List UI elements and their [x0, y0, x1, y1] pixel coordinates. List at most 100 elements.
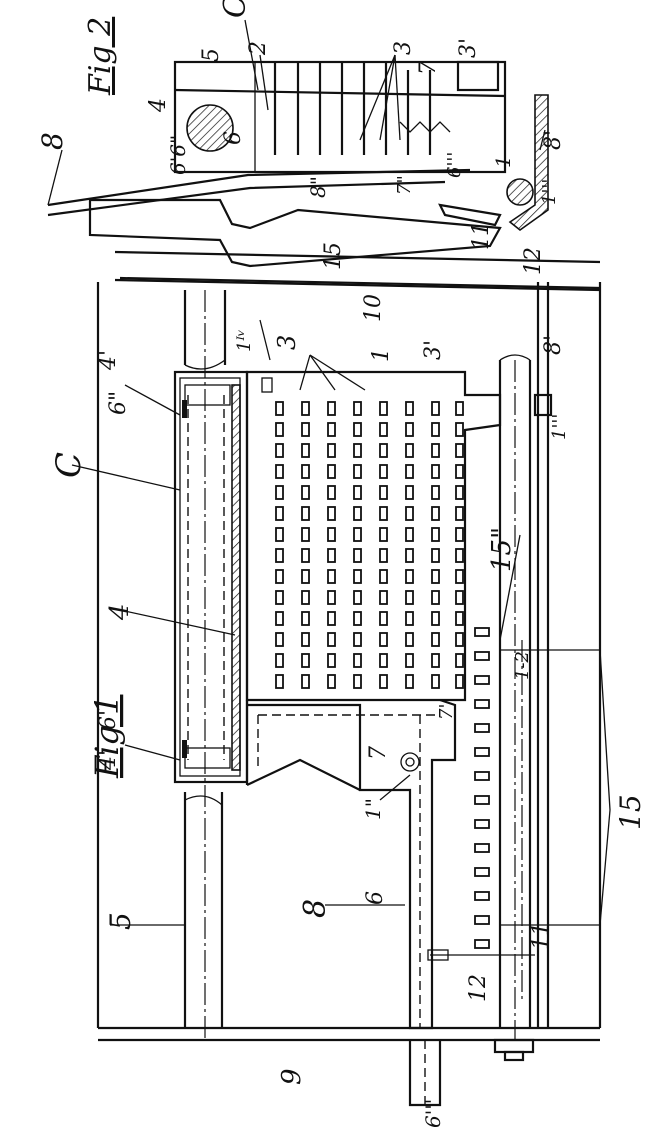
- plate-slot: [301, 611, 310, 626]
- plate-slot: [431, 632, 440, 647]
- plate-slot: [405, 527, 414, 542]
- arm-6-outline: [247, 698, 457, 1030]
- plate-slot: [455, 464, 464, 479]
- label-6-6-fig2: 6'6": [166, 135, 190, 175]
- label-C-fig2: C: [218, 0, 253, 18]
- bar-slot: [474, 867, 490, 877]
- plate-slot: [379, 569, 388, 584]
- plate-slot: [431, 590, 440, 605]
- plate-slot: [275, 653, 284, 668]
- pivot-circle: [506, 178, 534, 206]
- plate-slot: [455, 632, 464, 647]
- plate-slot: [275, 548, 284, 563]
- label-3-fig2: 3: [391, 41, 416, 55]
- plate-slot: [379, 401, 388, 416]
- plate-slot: [327, 527, 336, 542]
- label-15-fig2: 15: [321, 242, 346, 270]
- plate-slot: [431, 674, 440, 689]
- label-1tprime-fig2: 1''': [539, 179, 560, 205]
- plate-slot: [327, 674, 336, 689]
- plate-slot: [353, 653, 362, 668]
- bar-slot: [474, 651, 490, 661]
- plate-slot: [431, 485, 440, 500]
- plate-slot: [353, 422, 362, 437]
- plate-slot: [353, 611, 362, 626]
- plate-slot: [379, 464, 388, 479]
- plate-slot: [431, 464, 440, 479]
- bar-slot: [474, 891, 490, 901]
- wedge-12: [438, 203, 502, 227]
- label-15-fig1: 15: [614, 794, 647, 830]
- fins-3-group: [273, 62, 432, 155]
- plate-slot: [275, 611, 284, 626]
- plate-slot: [405, 464, 414, 479]
- plate-slot: [301, 401, 310, 416]
- label-C-fig1: C: [49, 452, 89, 478]
- shaft-5-section: [186, 104, 234, 152]
- bar-15-profile: [88, 198, 502, 268]
- label-6dprime: 6": [106, 391, 131, 415]
- bar-15-slots: [474, 627, 490, 949]
- plate-slot: [431, 653, 440, 668]
- label-12-fig2: 12: [521, 247, 546, 275]
- plate-slot: [379, 485, 388, 500]
- plate-slot: [379, 674, 388, 689]
- label-1dprime: 1": [361, 798, 385, 820]
- label-7-fig1: 7: [366, 746, 391, 760]
- bar-slot: [474, 627, 490, 637]
- plate-slot: [275, 422, 284, 437]
- cassette-divider: [174, 88, 506, 98]
- plate-slot: [455, 653, 464, 668]
- plate-slot: [431, 548, 440, 563]
- plate-slot: [431, 401, 440, 416]
- plate-slot: [275, 464, 284, 479]
- plate-slot: [405, 485, 414, 500]
- plate-slot: [379, 506, 388, 521]
- label-9: 9: [277, 1068, 307, 1085]
- plate-slot: [327, 653, 336, 668]
- label-7-fig2: 7: [416, 61, 441, 75]
- plate-slot: [327, 506, 336, 521]
- cassette-C: [173, 370, 249, 784]
- plate-slot: [379, 527, 388, 542]
- plate-slot: [327, 590, 336, 605]
- plate-slot: [353, 527, 362, 542]
- plate-slot: [353, 443, 362, 458]
- plate-slot: [405, 401, 414, 416]
- plate-slot: [455, 443, 464, 458]
- plate-slot: [275, 590, 284, 605]
- label-1-fig2: 1: [491, 155, 515, 168]
- plate-slot: [379, 443, 388, 458]
- plate-slot: [431, 506, 440, 521]
- plate-slot: [405, 632, 414, 647]
- plate-slot: [275, 569, 284, 584]
- plate-slot: [379, 653, 388, 668]
- fig1-main-view: [71, 276, 611, 1110]
- label-8dprime-fig2: 8": [306, 176, 330, 198]
- plate-slot: [353, 506, 362, 521]
- label-6tprime-fig1: 6''': [421, 1099, 445, 1128]
- plate-slot: [405, 611, 414, 626]
- plate-slot: [455, 611, 464, 626]
- label-1iv: 1ᴵᵛ: [234, 329, 255, 352]
- bar-slot: [474, 843, 490, 853]
- plate-slot: [301, 590, 310, 605]
- plate-slot: [301, 464, 310, 479]
- bar-10: [119, 276, 601, 290]
- plate-slot: [275, 527, 284, 542]
- label-7prime: 7': [436, 704, 457, 720]
- label-1-2: 1-2: [512, 651, 533, 680]
- bar-slot: [474, 747, 490, 757]
- bar-slot: [474, 675, 490, 685]
- plate-slot: [405, 653, 414, 668]
- plate-slot: [327, 422, 336, 437]
- label-1tprime-fig1: 1''': [549, 414, 570, 440]
- plate-slot: [455, 569, 464, 584]
- plate-slot: [455, 422, 464, 437]
- label-5-fig2: 5: [199, 48, 224, 62]
- label-11-fig1: 11: [529, 922, 554, 950]
- bar-slot: [474, 723, 490, 733]
- label-3prime-fig2: 3': [456, 38, 481, 58]
- fig2-section-view: [47, 19, 601, 292]
